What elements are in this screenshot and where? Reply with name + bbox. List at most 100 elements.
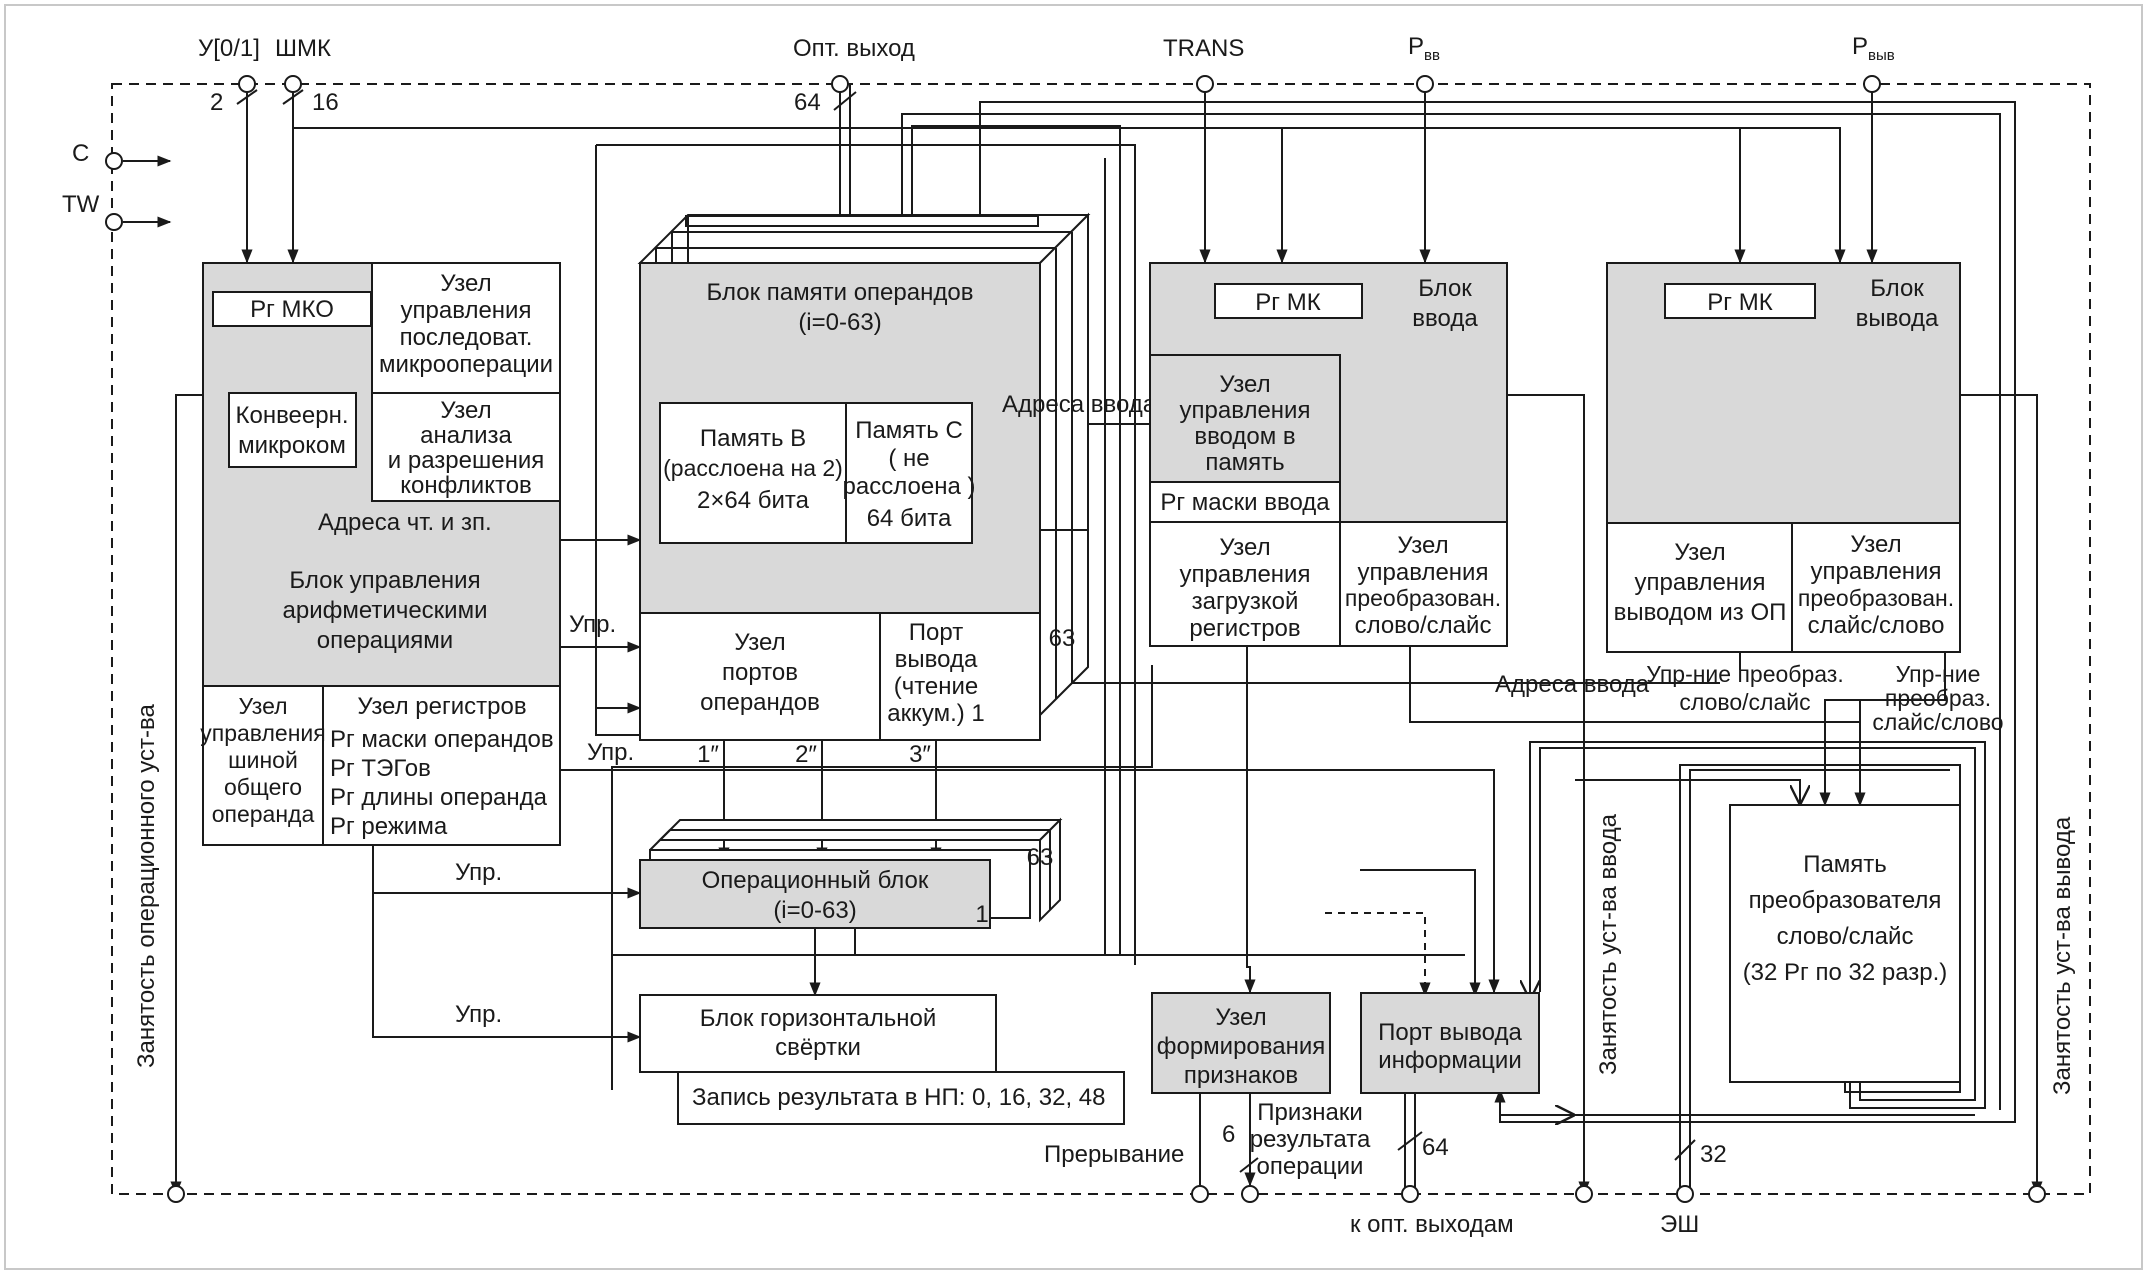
busy-out-label: Занятость уст-ва вывода xyxy=(2049,816,2076,1095)
operational-block: Операционный блок (i=0-63) 63 1 1″ 2″ 3″ xyxy=(639,741,1063,929)
conv-mem-line3: слово/слайс xyxy=(1777,923,1914,950)
out-port-line3: (чтение xyxy=(894,673,979,700)
converter-memory: Память преобразователя слово/слайс (32 Р… xyxy=(1729,804,1961,1083)
input-mem-ctrl-line3: вводом в xyxy=(1194,423,1295,450)
output-title-line2: вывода xyxy=(1856,305,1939,332)
opt-out-label: Опт. выход xyxy=(793,35,915,62)
arith-title-line3: операциями xyxy=(317,627,453,654)
port-label-3: 3″ xyxy=(909,741,931,768)
info-port-line2: информации xyxy=(1378,1047,1522,1074)
input-mem-ctrl-line1: Узел xyxy=(1219,371,1270,398)
input-rg-label: Рг МК xyxy=(1255,289,1320,316)
p-out-label: Pвыв xyxy=(1852,33,1895,64)
flags-line3: признаков xyxy=(1184,1062,1298,1089)
memory-title-line1: Блок памяти операндов xyxy=(707,279,974,306)
conveyor-microcommand xyxy=(228,392,357,468)
out-port-line2: вывода xyxy=(895,646,978,673)
terminal-opt-out xyxy=(831,75,849,93)
terminal-flags xyxy=(1241,1185,1259,1203)
rg-mko-register xyxy=(212,291,372,327)
conv-mem-line2: преобразователя xyxy=(1749,887,1942,914)
op-title-line1: Операционный блок xyxy=(702,867,929,894)
seq-node-line4: микрооперации xyxy=(379,351,553,378)
out-port-line1: Порт xyxy=(909,619,963,646)
terminal-p-in xyxy=(1416,75,1434,93)
flags-line2: формирования xyxy=(1157,1033,1326,1060)
trans-label: TRANS xyxy=(1163,35,1244,62)
ports-line1: Узел xyxy=(734,629,785,656)
input-block: Рг МК Блок ввода Узел управления вводом … xyxy=(1149,262,1650,698)
arith-title-line1: Блок управления xyxy=(289,567,480,594)
arith-title-line2: арифметическими xyxy=(283,597,488,624)
busy-in-label: Занятость уст-ва ввода xyxy=(1595,813,1622,1075)
terminal-y01 xyxy=(238,75,256,93)
operand-memory-stack: 63 3 Блок памяти операндов (i=0-63) Памя… xyxy=(637,212,1157,741)
y01-label: У[0/1] xyxy=(198,35,260,62)
output-title-line1: Блок xyxy=(1870,275,1924,302)
regs-node-title: Узел регистров xyxy=(357,693,526,720)
sw-label-line1: Упр-ние xyxy=(1896,661,1981,687)
memory-input-address: Адреса ввода xyxy=(1002,391,1157,418)
terminals xyxy=(105,75,2046,1203)
input-conv-line4: слово/слайс xyxy=(1355,612,1492,639)
hconv-title-line2: свёртки xyxy=(775,1034,861,1061)
sw-label-line3: слайс/слово xyxy=(1872,709,2003,735)
memory-index-63: 63 xyxy=(1049,625,1076,652)
to-opt-outputs-label: к опт. выходам xyxy=(1350,1211,1514,1238)
terminal-busy-op xyxy=(167,1185,185,1203)
bits-32-label: 32 xyxy=(1700,1141,1727,1168)
regs-node-tags: Рг ТЭГов xyxy=(330,755,431,782)
memory-title-line2: (i=0-63) xyxy=(798,309,881,336)
terminal-tw xyxy=(105,213,123,231)
bus-node-line4: общего xyxy=(224,774,302,800)
bus-node-line3: шиной xyxy=(228,747,298,773)
memory-b xyxy=(659,402,847,544)
bits-6-label: 6 xyxy=(1222,1121,1235,1148)
vertical-labels: Занятость операционного уст-ва Занятость… xyxy=(133,703,2076,1095)
input-address-label: Адреса ввода xyxy=(1495,671,1650,698)
input-conv-line3: преобразован. xyxy=(1345,585,1501,611)
sw-label-line2: преобраз. xyxy=(1885,685,1991,711)
port-label-1: 1″ xyxy=(697,741,719,768)
flags-out-line2: результата xyxy=(1250,1126,1371,1153)
upr-label-2: Упр. xyxy=(587,739,634,766)
terminal-p-out xyxy=(1863,75,1881,93)
terminal-shmk xyxy=(284,75,302,93)
terminal-interrupt xyxy=(1191,1185,1209,1203)
bus-node-line1: Узел xyxy=(238,693,287,719)
upr-label-4: Упр. xyxy=(455,1001,502,1028)
output-ctrl-line1: Узел xyxy=(1674,539,1725,566)
ports-line2: портов xyxy=(722,659,798,686)
regs-node-mode: Рг режима xyxy=(330,813,448,840)
mem-b-line3: 2×64 бита xyxy=(697,487,810,514)
port-label-2: 2″ xyxy=(795,741,817,768)
ports-line3: операндов xyxy=(700,689,820,716)
mem-b-line1: Память В xyxy=(700,425,806,452)
regs-node-mask: Рг маски операндов xyxy=(330,726,554,753)
bottom-labels: Прерывание 6 Признаки результата операци… xyxy=(1044,1099,1727,1238)
addr-rw-label: Адреса чт. и зп. xyxy=(318,509,492,536)
conflict-node-line4: конфликтов xyxy=(400,472,532,499)
mem-c-line1: Память С xyxy=(855,417,963,444)
horizontal-convolution-block: Блок горизонтальной свёртки Запись резул… xyxy=(639,994,1125,1125)
input-load-line2: управления xyxy=(1180,561,1311,588)
input-load-line1: Узел xyxy=(1219,534,1270,561)
ws-label-line2: слово/слайс xyxy=(1679,689,1810,715)
rg-mko-label: Рг МКО xyxy=(250,296,334,323)
esh-label: ЭШ xyxy=(1660,1211,1699,1238)
op-title-line2: (i=0-63) xyxy=(773,897,856,924)
output-ctrl-line2: управления xyxy=(1635,569,1766,596)
info-output-port: Порт вывода информации xyxy=(1360,992,1540,1094)
interrupt-label: Прерывание xyxy=(1044,1141,1184,1168)
conflict-node-line3: и разрешения xyxy=(388,447,544,474)
hconv-result: Запись результата в НП: 0, 16, 32, 48 xyxy=(692,1084,1105,1111)
op-index-1: 1 xyxy=(975,901,988,928)
arith-control-block: Рг МКО Конвеерн. микроком Узел управлени… xyxy=(200,262,561,846)
bits-64-top-label: 64 xyxy=(794,89,821,116)
top-signals: У[0/1] ШМК 2 16 Опт. выход 64 TRANS Pвв … xyxy=(62,33,1895,218)
input-mem-ctrl-line4: память xyxy=(1205,449,1284,476)
bits-2-label: 2 xyxy=(210,89,223,116)
c-label: C xyxy=(72,140,89,167)
bits-64-bottom: 64 xyxy=(1422,1134,1449,1161)
input-title-line1: Блок xyxy=(1418,275,1472,302)
